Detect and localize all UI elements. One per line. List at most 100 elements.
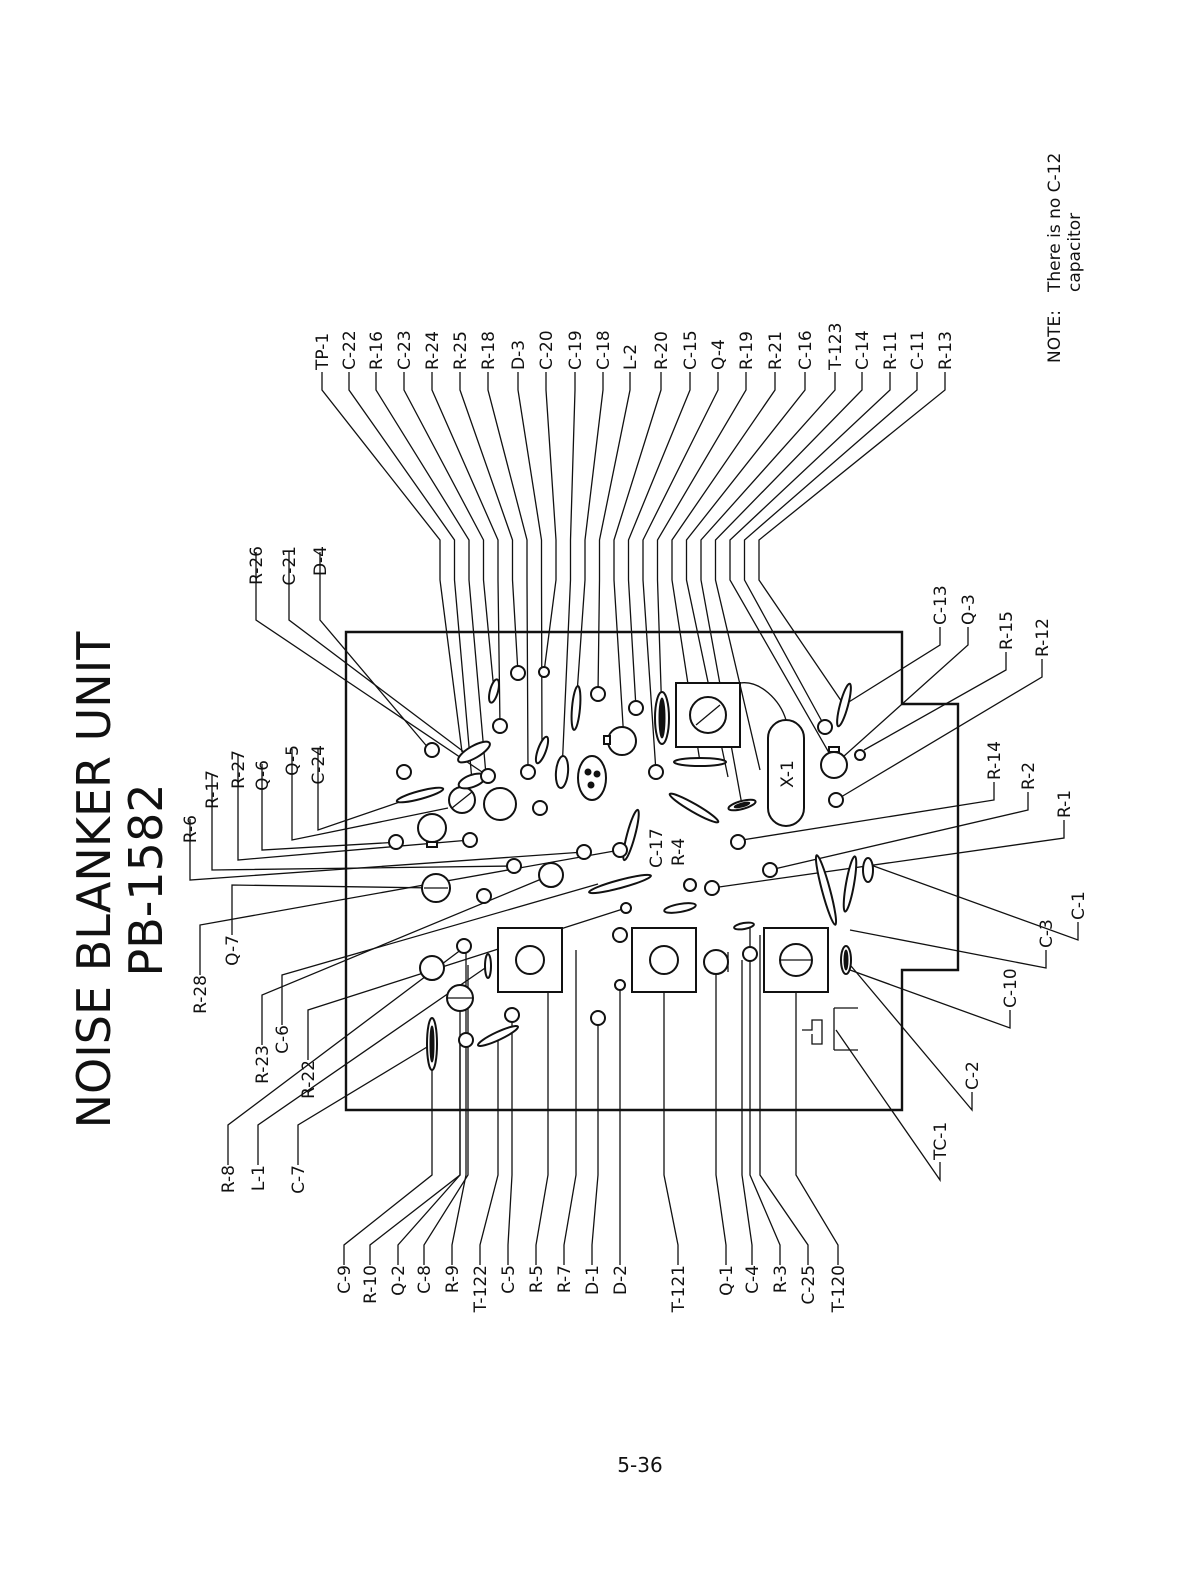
label-tc-1: TC-1: [931, 1122, 951, 1161]
crystal-x1-label: X-1: [778, 760, 798, 788]
label-c-14: C-14: [853, 330, 873, 370]
lead-t-123: [700, 372, 836, 806]
pad-0: [510, 665, 526, 681]
lead-r-5: [535, 992, 549, 1265]
transistor-q1: [703, 949, 729, 975]
label-r-14: R-14: [985, 741, 1005, 780]
label-r-13: R-13: [936, 331, 956, 370]
pad-18: [762, 862, 778, 878]
label-c-13: C-13: [931, 585, 951, 625]
transistor-q4-tab: [603, 735, 611, 745]
lead-r-15: [863, 652, 1007, 751]
inductor-l2: [577, 755, 607, 801]
lead-c-20: [543, 372, 557, 673]
lead-r-19: [656, 372, 747, 719]
transistor-q6: [417, 813, 447, 843]
label-c-3: C-3: [1037, 919, 1057, 948]
pad-27: [458, 1032, 474, 1048]
lead-q-2: [397, 998, 461, 1265]
transformer-t121-body: [631, 927, 697, 993]
label-r-23: R-23: [253, 1045, 273, 1084]
label-q-4: Q-4: [709, 339, 729, 370]
lead-d-3: [517, 372, 543, 751]
label-c-5: C-5: [499, 1265, 519, 1294]
lead-c-16: [685, 372, 806, 778]
lead-c-2: [845, 959, 973, 1112]
component-r22-body: [538, 862, 564, 888]
label-r-18: R-18: [479, 331, 499, 370]
lead-c-23: [403, 372, 495, 692]
small-pads: [388, 665, 866, 1048]
lead-d-1: [591, 1018, 599, 1265]
capacitor-r16: [457, 740, 491, 764]
label-r-2: R-2: [1019, 762, 1039, 790]
label-t-123: T-123: [826, 323, 846, 371]
pad-13: [576, 844, 592, 860]
label-q-5: Q-5: [283, 745, 303, 776]
pad-11: [388, 834, 404, 850]
note-line1: There is no C-12: [1045, 153, 1065, 293]
label-c-4: C-4: [743, 1265, 763, 1294]
capacitor-c5: [476, 1025, 520, 1047]
pad-r4: [683, 878, 697, 892]
lead-l-1: [257, 965, 489, 1165]
capacitor-c24: [395, 786, 445, 804]
label-r-15: R-15: [997, 611, 1017, 650]
pad-29: [476, 888, 492, 904]
label-q-2: Q-2: [389, 1265, 409, 1296]
capacitor-c13: [836, 682, 852, 728]
lead-c-5: [507, 1015, 513, 1265]
label-d-1: D-1: [583, 1265, 603, 1295]
pad-17: [704, 880, 720, 896]
pad-26: [456, 938, 472, 954]
label-r-19: R-19: [737, 331, 757, 370]
pad-24: [614, 979, 626, 991]
label-c-20: C-20: [537, 330, 557, 370]
label-c-18: C-18: [594, 330, 614, 370]
label-r-24: R-24: [423, 331, 443, 370]
lead-r-18: [487, 372, 529, 773]
label-c-11: C-11: [908, 330, 928, 370]
capacitor-c7-fill: [429, 1025, 435, 1063]
capacitor-c18: [554, 755, 570, 789]
capacitor-c17: [668, 792, 720, 824]
transformer-t122-core: [515, 945, 545, 975]
label-l-1: L-1: [249, 1165, 269, 1191]
pad-1: [538, 666, 550, 678]
lead-r-21: [671, 372, 776, 763]
pad-5: [520, 764, 536, 780]
label-d-3: D-3: [509, 340, 529, 370]
pad-10: [462, 832, 478, 848]
label-c-15: C-15: [681, 330, 701, 370]
pad-14: [612, 842, 628, 858]
label-r-21: R-21: [766, 331, 786, 370]
lead-r-8: [227, 945, 467, 1165]
transformer-t121-core: [649, 945, 679, 975]
lead-c-8: [423, 965, 469, 1265]
transistor-q3-tab: [828, 746, 840, 753]
capacitor-r25: [488, 678, 500, 704]
label-c-23: C-23: [395, 330, 415, 370]
lead-tc-1: [835, 1029, 941, 1183]
lead-c-19: [561, 372, 576, 773]
inductor-l2-hole1: [584, 768, 592, 776]
label-t-121: T-121: [669, 1265, 689, 1313]
trimmer-tc1: [802, 1019, 823, 1045]
label-r-26: R-26: [247, 546, 267, 585]
label-r-9: R-9: [443, 1265, 463, 1293]
lead-c-10: [849, 969, 1011, 1029]
label-t-122: T-122: [471, 1265, 491, 1313]
pad-8: [396, 764, 412, 780]
lead-c-9: [343, 1044, 433, 1265]
pad-30: [742, 946, 758, 962]
lead-l-2: [597, 372, 631, 695]
pad-6: [532, 800, 548, 816]
transistor-q5-flat: [451, 791, 473, 809]
lead-r-26: [255, 552, 489, 777]
crystal-x1-leads: [739, 682, 787, 721]
lead-c-24: [317, 749, 421, 831]
label-r-17: R-17: [203, 770, 223, 809]
lead-q-1: [715, 975, 727, 1265]
